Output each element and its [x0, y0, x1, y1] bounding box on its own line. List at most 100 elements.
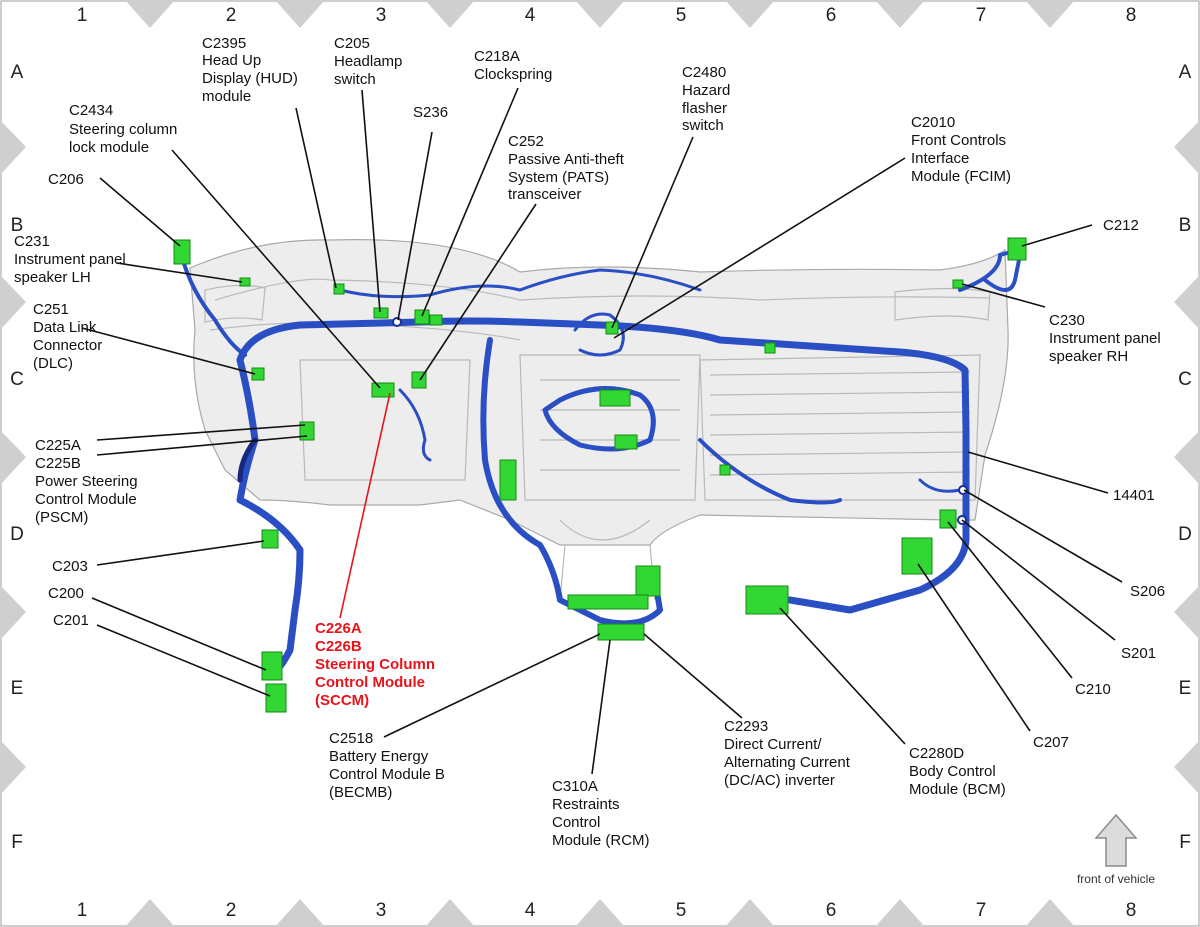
label-c226-sccm: C226A C226B Steering Column Control Modu… — [315, 620, 435, 709]
label-line: C2010 — [911, 114, 955, 131]
row-label: E — [1179, 678, 1192, 699]
label-c230: C230 Instrument panel speaker RH — [1049, 312, 1161, 365]
col-label: 5 — [676, 900, 687, 921]
connector-c210 — [939, 509, 957, 529]
label-line: C2280D — [909, 745, 964, 762]
label-line: C231 — [14, 233, 50, 250]
label-line: C207 — [1033, 734, 1069, 751]
label-line: Control Module — [35, 491, 137, 508]
label-line: transceiver — [508, 186, 581, 203]
label-line: C212 — [1103, 217, 1139, 234]
label-c2280d: C2280D Body Control Module (BCM) — [909, 745, 1006, 798]
leader-lines — [81, 87, 1123, 775]
connector-cluster — [599, 389, 631, 407]
label-c2518: C2518 Battery Energy Control Module B (B… — [329, 730, 445, 801]
col-label: 3 — [376, 900, 387, 921]
instrument-panel — [189, 239, 1009, 601]
connector-cluster-lower — [614, 434, 638, 450]
label-line: switch — [334, 71, 376, 88]
label-line: C210 — [1075, 681, 1111, 698]
grid-column-labels-top: 1 2 3 4 5 6 7 8 — [77, 5, 1137, 26]
row-label: B — [1179, 215, 1192, 236]
connector-c203 — [261, 529, 279, 549]
label-c2010: C2010 Front Controls Interface Module (F… — [911, 114, 1011, 185]
label-c225: C225A C225B Power Steering Control Modul… — [35, 437, 138, 526]
label-line: Control — [552, 814, 600, 831]
label-line: Connector — [33, 337, 102, 354]
label-line: Instrument panel — [14, 251, 126, 268]
connector-c230 — [952, 279, 964, 289]
col-label: 7 — [976, 900, 987, 921]
connector-c218a — [414, 309, 430, 325]
row-label: C — [1178, 369, 1192, 390]
connector-c2395 — [333, 283, 345, 295]
connector-c201 — [265, 683, 287, 713]
label-line: C2480 — [682, 64, 726, 81]
label-14401: 14401 — [1113, 487, 1155, 504]
label-line: flasher — [682, 100, 727, 117]
col-label: 2 — [226, 900, 237, 921]
col-label: 4 — [525, 900, 536, 921]
col-label: 6 — [826, 5, 837, 26]
col-label: 2 — [226, 5, 237, 26]
label-c251: C251 Data Link Connector (DLC) — [33, 301, 102, 372]
connector-c206 — [173, 239, 191, 265]
label-c310a: C310A Restraints Control Module (RCM) — [552, 778, 650, 849]
label-line: C252 — [508, 133, 544, 150]
connector-c225 — [299, 421, 315, 441]
label-line: lock module — [69, 139, 149, 156]
col-label: 4 — [525, 5, 536, 26]
row-label: F — [11, 832, 23, 853]
label-line: C225B — [35, 455, 81, 472]
label-c2293: C2293 Direct Current/ Alternating Curren… — [724, 718, 851, 789]
label-line: Battery Energy — [329, 748, 429, 765]
row-label: B — [11, 215, 24, 236]
grid-column-labels-bottom: 1 2 3 4 5 6 7 8 — [77, 900, 1137, 921]
label-line: Passive Anti-theft — [508, 151, 625, 168]
label-line: Direct Current/ — [724, 736, 822, 753]
col-label: 6 — [826, 900, 837, 921]
label-line: C2518 — [329, 730, 373, 747]
label-line: Steering Column — [315, 656, 435, 673]
label-line: speaker RH — [1049, 348, 1128, 365]
label-line: C200 — [48, 585, 84, 602]
label-line: C230 — [1049, 312, 1085, 329]
row-label: A — [1179, 62, 1192, 83]
connector-rcm-row — [567, 594, 649, 610]
label-line: Head Up — [202, 52, 261, 69]
label-c207: C207 — [1033, 734, 1069, 751]
label-line: C206 — [48, 171, 84, 188]
label-line: S206 — [1130, 583, 1165, 600]
label-line: (DC/AC) inverter — [724, 772, 835, 789]
label-line: C205 — [334, 35, 370, 52]
label-line: Hazard — [682, 82, 730, 99]
col-label: 5 — [676, 5, 687, 26]
label-c2480: C2480 Hazard flasher switch — [682, 64, 730, 134]
up-arrow-icon — [1094, 813, 1138, 867]
label-line: S236 — [413, 104, 448, 121]
label-line: S201 — [1121, 645, 1156, 662]
label-line: (SCCM) — [315, 692, 369, 709]
connector-c207 — [901, 537, 933, 575]
col-label: 3 — [376, 5, 387, 26]
label-line: Module (FCIM) — [911, 168, 1011, 185]
label-line: Control Module — [315, 674, 425, 691]
label-line: C218A — [474, 48, 520, 65]
label-c201: C201 — [53, 612, 89, 629]
label-line: C2395 — [202, 35, 246, 52]
row-label: A — [11, 62, 24, 83]
label-line: C310A — [552, 778, 598, 795]
label-line: Restraints — [552, 796, 620, 813]
label-line: Module (RCM) — [552, 832, 650, 849]
label-c205: C205 Headlamp switch — [334, 35, 402, 88]
connector-s236-area — [429, 314, 443, 326]
label-line: Instrument panel — [1049, 330, 1161, 347]
splice-s236 — [392, 317, 402, 327]
col-label: 8 — [1126, 900, 1137, 921]
row-label: C — [10, 369, 24, 390]
label-line: C201 — [53, 612, 89, 629]
label-s201: S201 — [1121, 645, 1156, 662]
grid-row-labels-left: A B C D E F — [10, 62, 24, 853]
